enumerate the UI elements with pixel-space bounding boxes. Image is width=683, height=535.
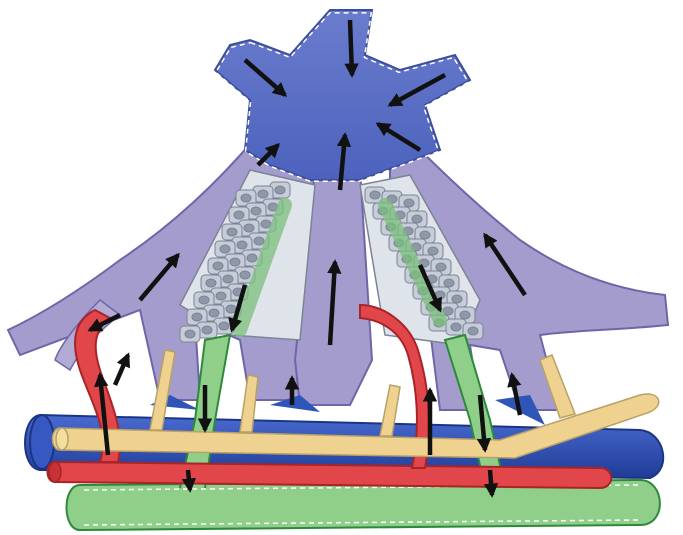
hepatocyte-nucleus <box>468 327 478 335</box>
hepatocyte-nucleus <box>199 296 209 304</box>
hepatocyte-nucleus <box>244 224 254 232</box>
hepatocyte-nucleus <box>436 263 446 271</box>
hepatocyte-nucleus <box>275 186 285 194</box>
hepatocyte-nucleus <box>227 228 237 236</box>
hepatocyte-nucleus <box>216 292 226 300</box>
hepatocyte-nucleus <box>460 311 470 319</box>
hepatocyte-nucleus <box>234 211 244 219</box>
hepatocyte-nucleus <box>206 279 216 287</box>
hepatocyte-nucleus <box>226 305 236 313</box>
hepatocyte-nucleus <box>420 231 430 239</box>
hepatocyte-nucleus <box>451 323 461 331</box>
hepatocyte-nucleus <box>254 237 264 245</box>
hepatocyte-nucleus <box>213 262 223 270</box>
hepatocyte-nucleus <box>251 207 261 215</box>
hepatocyte-nucleus <box>241 194 251 202</box>
hepatocyte-nucleus <box>247 254 257 262</box>
hepatocyte-nucleus <box>185 330 195 338</box>
hepatocyte-nucleus <box>404 199 414 207</box>
hepatocyte-nucleus <box>219 322 229 330</box>
hepatocyte-nucleus <box>370 191 380 199</box>
hepatocyte-nucleus <box>444 279 454 287</box>
hepatocyte-nucleus <box>261 220 271 228</box>
hepatocyte-nucleus <box>237 241 247 249</box>
hepatocyte-nucleus <box>452 295 462 303</box>
hepatocyte-nucleus <box>240 271 250 279</box>
hepatocyte-nucleus <box>220 245 230 253</box>
hepatocyte-nucleus <box>258 190 268 198</box>
hepatocyte-nucleus <box>223 275 233 283</box>
hepatocyte-nucleus <box>202 326 212 334</box>
hepatocyte-nucleus <box>412 215 422 223</box>
hepatocyte-nucleus <box>230 258 240 266</box>
hepatocyte-nucleus <box>428 247 438 255</box>
hepatocyte-nucleus <box>192 313 202 321</box>
hepatocyte-nucleus <box>209 309 219 317</box>
